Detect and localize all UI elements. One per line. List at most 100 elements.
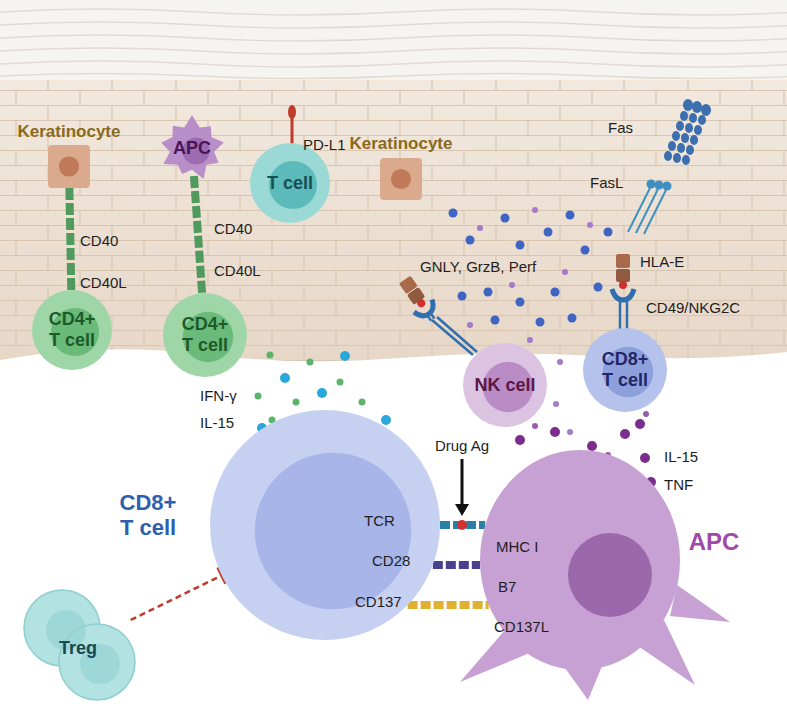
cell-name: Keratinocyte: [7, 122, 131, 142]
hla-e-complex: [612, 289, 634, 300]
corneum-lines: [0, 61, 787, 67]
fas-receptor: [683, 99, 693, 111]
cytotoxic-granules: [458, 292, 467, 301]
t-cell: T cell: [250, 143, 330, 223]
cytotoxic-granules: [501, 214, 510, 223]
hla-e-complex: [396, 273, 477, 355]
cell-outline: [210, 410, 440, 640]
molecule-label: CD137: [355, 593, 402, 611]
cell-nucleus: [255, 453, 411, 609]
fas-receptor: [698, 115, 706, 125]
cell-name: CD4+ T cell: [43, 309, 101, 350]
molecule-label: PD-L1: [303, 136, 346, 154]
molecule-label: CD137L: [494, 618, 549, 636]
hla-e-complex: [619, 301, 622, 330]
cell-name: CD8+ T cell: [112, 490, 184, 541]
cytotoxic-granules: [557, 359, 563, 365]
cytokine-dots: [255, 393, 262, 400]
cytokine-dots: [550, 427, 560, 437]
cytokine-dots: [640, 453, 650, 463]
cell-body: [583, 328, 667, 412]
molecule-label: GNLY, GrzB, Perf: [420, 258, 536, 276]
cell-name: Treg: [48, 638, 108, 659]
cytokine-dots: [317, 388, 327, 398]
tcr-mhc-pair: [440, 521, 485, 529]
cell-body: [480, 450, 680, 670]
cytokine-dots: [280, 373, 290, 383]
cd40-ligand-pair: [69, 188, 71, 290]
drug-antigen-arrow: [455, 504, 469, 516]
cytokine-dots: [635, 419, 645, 429]
fas-ligand: [647, 180, 656, 189]
molecule-label: CD40L: [80, 274, 127, 292]
molecule-label: B7: [498, 578, 516, 596]
cell-name: NK cell: [466, 375, 544, 396]
epidermal-cells: [0, 78, 787, 368]
cytokine-dots: [337, 379, 344, 386]
cytokine-dots: [307, 359, 314, 366]
pd-l1-molecule: [291, 118, 294, 145]
cytotoxic-granules: [449, 209, 458, 218]
cytotoxic-granules: [551, 288, 560, 297]
cytotoxic-granules: [491, 316, 500, 325]
molecule-label: CD40: [80, 232, 118, 250]
hla-e-complex: [616, 269, 630, 282]
cell-nucleus: [59, 156, 79, 176]
hla-e-complex: [416, 298, 427, 309]
hla-e-complex: [396, 273, 442, 326]
keratinocyte-cell: Keratinocyte: [380, 158, 422, 200]
cytotoxic-granules: [467, 322, 473, 328]
cytotoxic-granules: [544, 228, 553, 237]
cell-body: [48, 145, 90, 188]
fas-receptor: [701, 104, 711, 116]
cell-nucleus: [391, 169, 411, 189]
cytotoxic-granules: [568, 314, 577, 323]
fas-ligand: [628, 180, 672, 235]
pd-l1-molecule: [288, 105, 296, 145]
cell-outline: [48, 145, 90, 188]
dendrite: [670, 585, 730, 622]
fas-receptor: [686, 145, 694, 155]
molecule-label: IFN-γ: [200, 387, 237, 405]
cytotoxic-granules: [553, 401, 559, 407]
cytokine-dots: [515, 435, 525, 445]
dendrite: [565, 666, 602, 700]
cytokine-dots: [267, 352, 274, 359]
cytokine-dots: [359, 399, 366, 406]
molecule-label: FasL: [590, 174, 623, 192]
cytotoxic-granules: [516, 298, 525, 307]
drug-antigen: [457, 520, 467, 530]
cytokine-dots: [340, 351, 350, 361]
fas-receptor: [664, 151, 672, 161]
corneum-lines: [0, 22, 787, 28]
hla-e-complex: [431, 314, 434, 319]
hla-e-complex: [616, 254, 630, 268]
keratinocyte-cell: Keratinocyte: [48, 145, 90, 188]
molecule-label: CD49/NKG2C: [646, 299, 740, 317]
cell-nucleus: [568, 533, 652, 617]
cytotoxic-granules: [466, 236, 475, 245]
cytotoxic-granules: [566, 211, 575, 220]
cytokine-dots: [620, 429, 630, 439]
fas-receptor: [680, 111, 688, 121]
fas-ligand: [655, 181, 664, 190]
molecule-label: CD40L: [214, 262, 261, 280]
cd8-t-cell: CD8+ T cell: [583, 328, 667, 412]
cytokine-dots: [643, 411, 649, 417]
molecule-label: IL-15: [200, 414, 234, 432]
cell-body: [380, 158, 422, 200]
hla-e-complex: [428, 316, 431, 321]
cd4-t-cell: CD4+ T cell: [32, 290, 112, 370]
cell-body: [161, 115, 224, 179]
hla-e-complex: [437, 317, 477, 352]
fas-receptor: [676, 121, 684, 131]
fas-receptor: [673, 153, 681, 163]
cytotoxic-granules: [562, 269, 568, 275]
molecule-label: TNF: [664, 476, 693, 494]
fas-receptor: [664, 99, 711, 165]
cytotoxic-granules: [509, 282, 515, 288]
corneum-lines: [0, 9, 787, 79]
cell-name: APC: [682, 528, 746, 556]
fas-receptor: [689, 113, 697, 123]
